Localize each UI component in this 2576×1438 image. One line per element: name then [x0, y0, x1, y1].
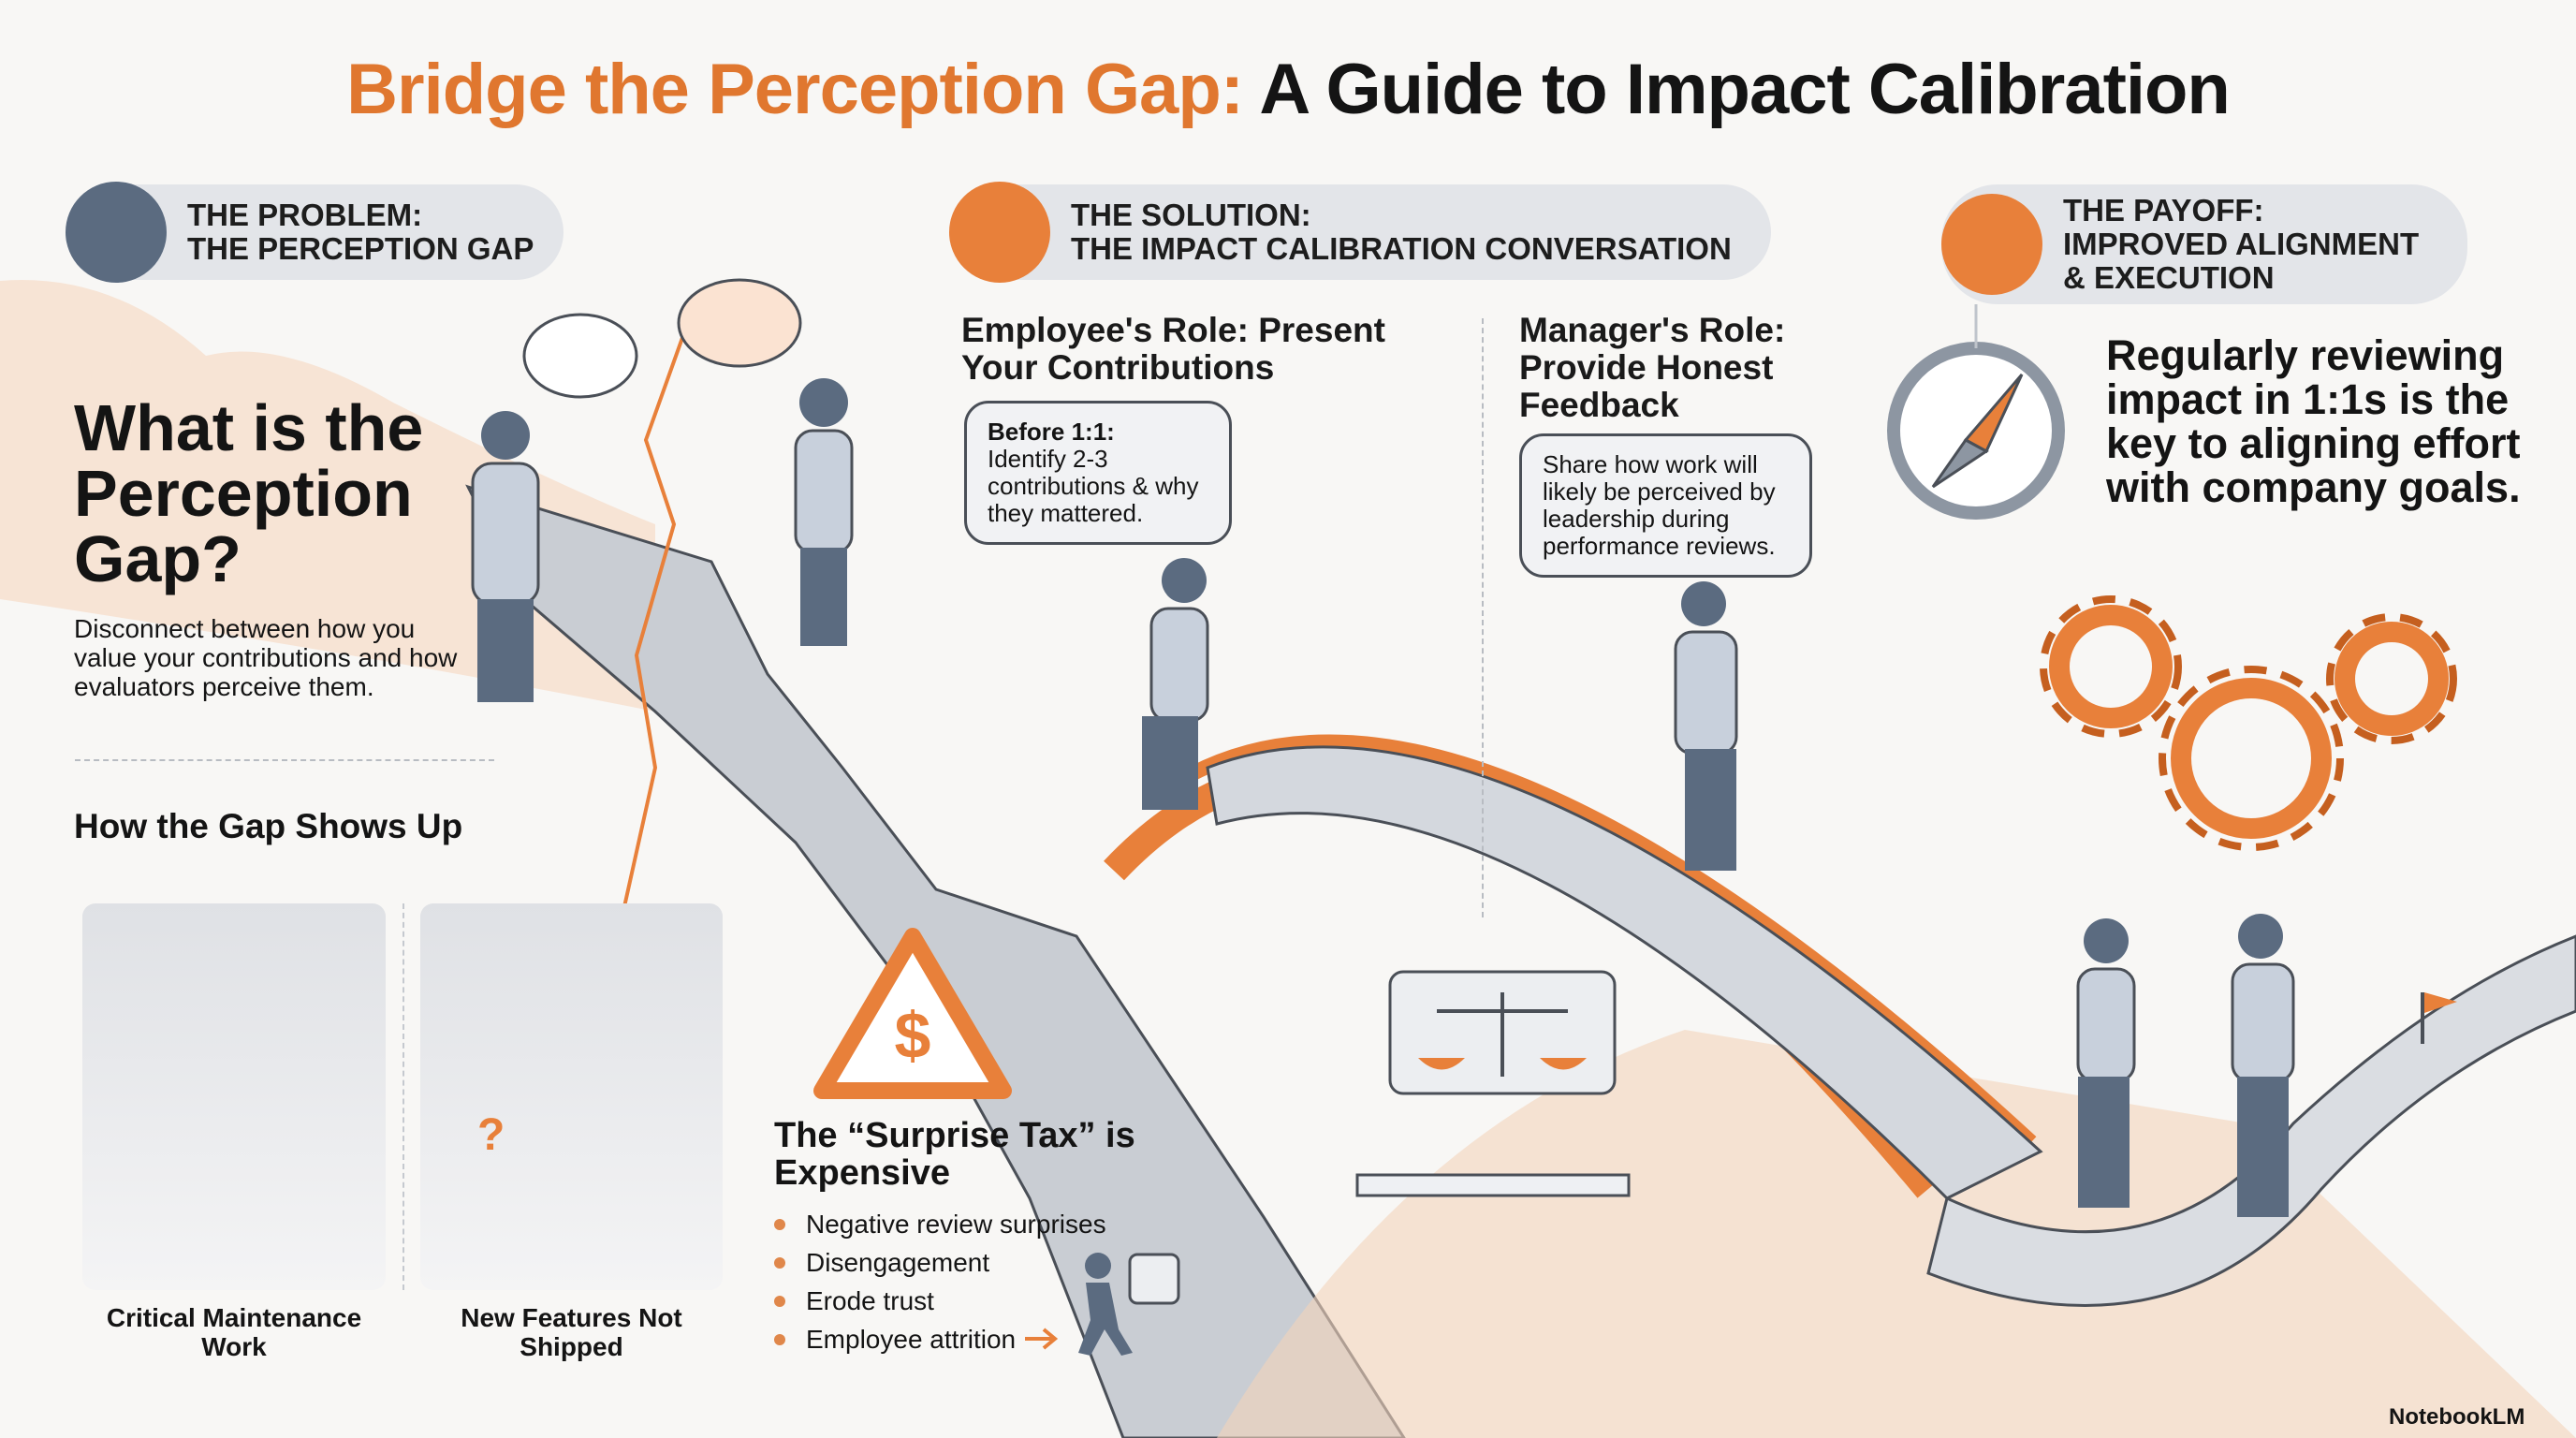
- list-item: Erode trust: [774, 1282, 1106, 1320]
- bridge-deck: [1206, 745, 2043, 1200]
- role-divider: [1482, 318, 1484, 917]
- question-mark-icon: ?: [477, 1110, 505, 1160]
- bubble-text: Identify 2-3 contributions & why they ma…: [988, 445, 1199, 527]
- panel-label-features: New Features Not Shipped: [461, 1303, 682, 1361]
- title-accent: Bridge the Perception Gap:: [346, 50, 1244, 129]
- gap-shows-up-heading: How the Gap Shows Up: [74, 807, 463, 845]
- payoff-pill-line3: & EXECUTION: [2063, 260, 2275, 295]
- payoff-pill-line1: THE PAYOFF:: [2063, 193, 2264, 227]
- surprise-tax-heading: The “Surprise Tax” is Expensive: [774, 1116, 1135, 1193]
- divider: [75, 759, 494, 761]
- growth-chart-icon: [1941, 194, 2042, 295]
- maintenance-panel: [82, 903, 386, 1290]
- svg-text:$: $: [895, 999, 931, 1072]
- warning-dollar-icon: [813, 928, 1012, 1099]
- scale-pans: [1418, 1058, 1587, 1070]
- employee-role-heading: Employee's Role: Present Your Contributi…: [961, 311, 1385, 387]
- panel-divider: [402, 903, 404, 1290]
- solution-pill-line2: THE IMPACT CALIBRATION CONVERSATION: [1071, 231, 1732, 266]
- problem-pill: THE PROBLEM:THE PERCEPTION GAP: [66, 182, 564, 283]
- solution-pill: THE SOLUTION:THE IMPACT CALIBRATION CONV…: [949, 182, 1771, 283]
- notebooklm-brand: NotebookLM: [2389, 1404, 2525, 1430]
- meeting-table: [1355, 1173, 1631, 1197]
- employee-speech-bubble: Before 1:1: Identify 2-3 contributions &…: [964, 401, 1232, 545]
- panel-label-maintenance: Critical Maintenance Work: [106, 1303, 362, 1361]
- payoff-statement: Regularly reviewing impact in 1:1s is th…: [2106, 331, 2521, 511]
- list-item: Employee attrition: [774, 1320, 1106, 1358]
- perception-gap-description: Disconnect between how you value your co…: [74, 614, 458, 701]
- page-title: Bridge the Perception Gap: A Guide to Im…: [0, 49, 2576, 130]
- exit-door-icon: [1128, 1253, 1180, 1305]
- thought-cloud: [677, 278, 802, 368]
- bubble-title: Before 1:1:: [988, 418, 1115, 446]
- bridge-rail: [1165, 734, 2037, 1148]
- surprise-tax-list: Negative review surprises Disengagement …: [774, 1205, 1106, 1358]
- problem-pill-line2: THE PERCEPTION GAP: [187, 231, 534, 266]
- manager-role-heading: Manager's Role: Provide Honest Feedback: [1519, 311, 1786, 424]
- path-road: [1926, 934, 2576, 1307]
- features-panel: [420, 903, 723, 1290]
- chat-bubbles-icon: [949, 182, 1050, 283]
- scale-icon: [1437, 992, 1568, 1077]
- gear-teeth: [2040, 595, 2457, 851]
- perception-gap-heading: What is the Perception Gap?: [74, 391, 424, 595]
- person-figures: [471, 378, 2295, 1217]
- orange-hill-bottom: [1217, 1030, 2576, 1438]
- thought-cloud: [522, 313, 638, 399]
- flag-icon: [2424, 992, 2457, 1013]
- crack-line: [616, 308, 695, 937]
- solution-pill-line1: THE SOLUTION:: [1071, 198, 1311, 232]
- payoff-pill-line2: IMPROVED ALIGNMENT: [2063, 227, 2420, 261]
- list-item: Negative review surprises: [774, 1205, 1106, 1243]
- broken-pillar-icon: [66, 182, 167, 283]
- gears-icon: [2049, 605, 2449, 839]
- title-rest: A Guide to Impact Calibration: [1243, 50, 2230, 129]
- problem-pill-line1: THE PROBLEM:: [187, 198, 423, 232]
- list-item: Disengagement: [774, 1243, 1106, 1282]
- manager-speech-bubble: Share how work will likely be perceived …: [1519, 433, 1812, 578]
- payoff-pill: THE PAYOFF:IMPROVED ALIGNMENT& EXECUTION: [1941, 184, 2467, 304]
